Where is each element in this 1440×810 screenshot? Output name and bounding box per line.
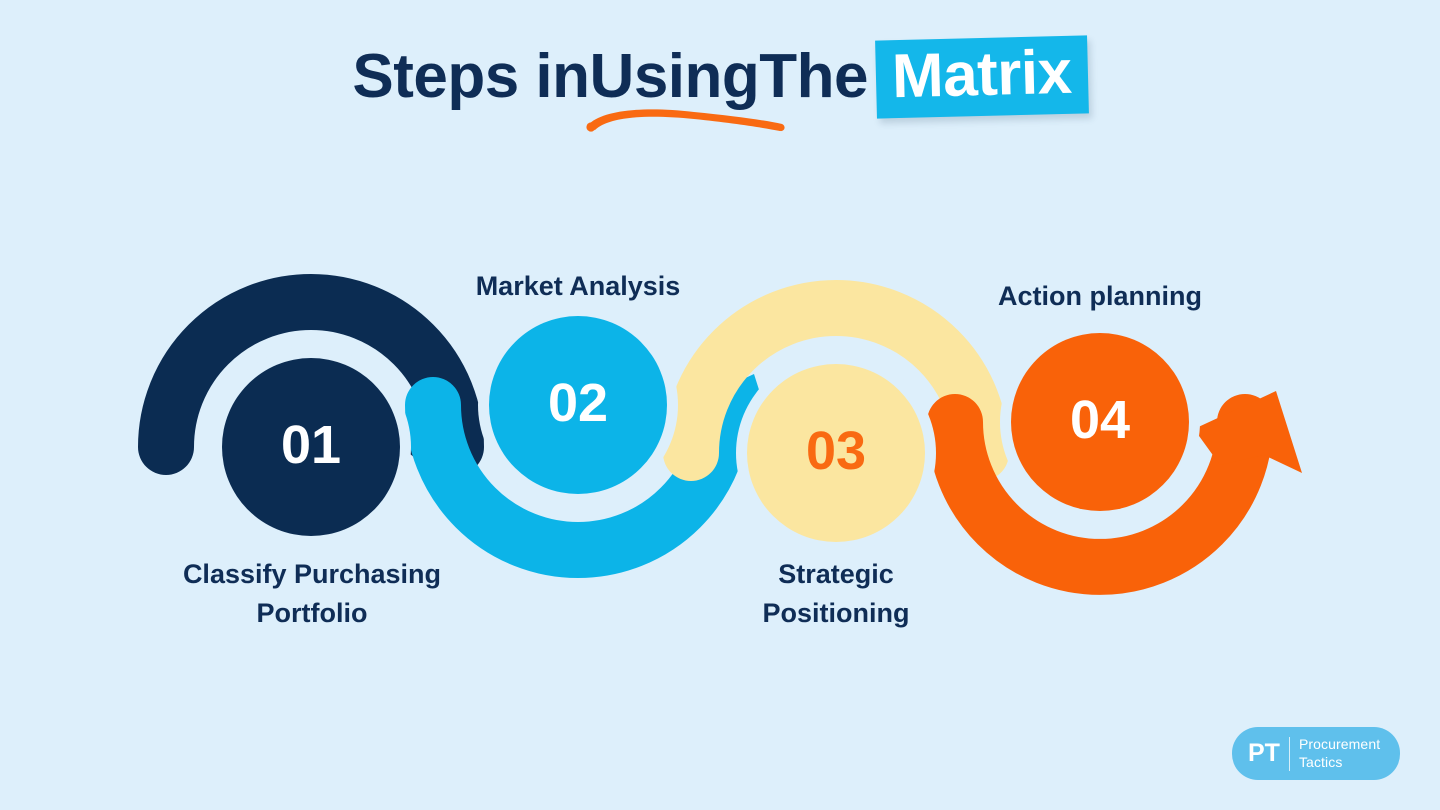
- title-underlined-text: Using: [589, 42, 760, 111]
- logo-mark-pt: PT: [1248, 739, 1280, 767]
- step-4-label-line-1: Action planning: [998, 281, 1202, 311]
- step-4-number: 04: [1069, 390, 1131, 450]
- step-1-label: Classify Purchasing Portfolio: [152, 555, 472, 633]
- step-3-label-line-2: Positioning: [762, 598, 910, 629]
- step-3-number: 03: [805, 421, 867, 481]
- step-3-label: Strategic Positioning: [676, 555, 996, 633]
- step-4-label: Action planning: [940, 277, 1260, 316]
- step-2-label: Market Analysis: [418, 267, 738, 306]
- step-2-number: 02: [547, 373, 609, 433]
- step-4-arc: [927, 391, 1302, 595]
- step-1-number: 01: [280, 415, 342, 475]
- logo-wordmark: Procurement Tactics: [1299, 736, 1380, 771]
- logo-word-line-2: Tactics: [1298, 753, 1343, 770]
- step-1-label-line-1: Classify Purchasing: [182, 559, 442, 589]
- title-part-1: Steps in: [352, 42, 590, 111]
- logo-word-line-1: Procurement: [1298, 736, 1381, 752]
- procurement-tactics-logo[interactable]: PT Procurement Tactics: [1232, 727, 1400, 780]
- step-1-circle[interactable]: [222, 358, 400, 536]
- step-2-label-line-1: Market Analysis: [475, 271, 681, 301]
- step-3-circle[interactable]: [747, 364, 925, 542]
- step-4-circle[interactable]: [1011, 333, 1189, 511]
- step-1-label-line-2: Portfolio: [256, 598, 368, 629]
- logo-divider: [1288, 736, 1290, 771]
- title-part-2: The: [759, 42, 869, 111]
- step-2-circle[interactable]: [489, 316, 667, 494]
- step-3-label-line-1: Strategic: [778, 559, 894, 589]
